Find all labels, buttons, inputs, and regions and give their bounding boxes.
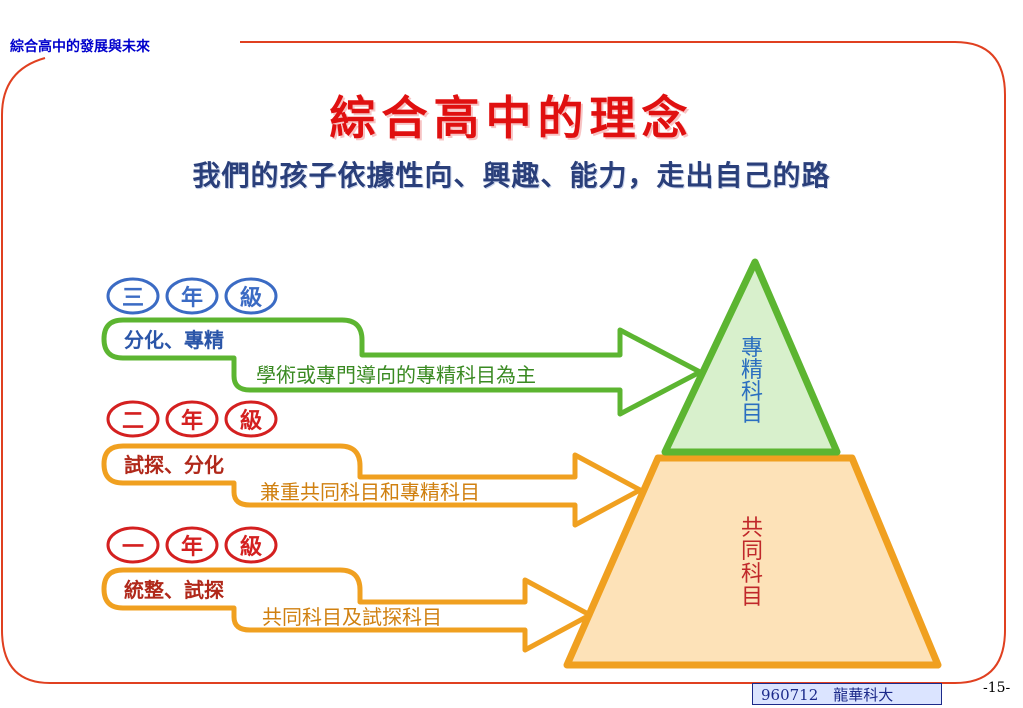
grade-char: 一 [122, 535, 144, 560]
level-three-label: 分化、專精 [124, 328, 224, 352]
pyramid-top [661, 258, 841, 456]
level-one-label: 統整、試探 [124, 578, 224, 602]
page-number: -15- [983, 680, 1011, 696]
grade-three-pills: 三 年 級 [106, 277, 278, 315]
level-two-description: 兼重共同科目和專精科目 [260, 480, 480, 504]
pyramid-top-label: 專 精 科 目 [741, 336, 763, 427]
level-one-description: 共同科目及試探科目 [262, 605, 442, 629]
pyramid-bottom-label: 共 同 科 目 [741, 516, 763, 610]
pyramid-bottom-char: 科 [741, 562, 763, 587]
pyramid-bottom-char: 同 [741, 539, 763, 564]
level-two-arrow: 試探、分化 兼重共同科目和專精科目 [101, 443, 643, 528]
grade-char: 年 [181, 285, 203, 311]
slide-title: 綜合高中的理念 [329, 91, 694, 145]
grade-char: 年 [181, 534, 203, 560]
pyramid-bottom-char: 目 [741, 585, 763, 610]
level-two-label: 試探、分化 [124, 453, 224, 477]
level-one-arrow: 統整、試探 共同科目及試探科目 [101, 567, 593, 653]
pyramid-top-char: 專 [741, 336, 763, 361]
grade-char: 級 [240, 285, 262, 311]
pyramid-bottom-char: 共 [741, 516, 763, 541]
pyramid-top-char: 精 [741, 358, 763, 383]
grade-char: 級 [240, 408, 262, 434]
grade-char: 三 [122, 286, 144, 311]
grade-char: 二 [122, 409, 144, 434]
level-three-description: 學術或專門導向的專精科目為主 [256, 363, 536, 387]
grade-char: 年 [181, 408, 203, 434]
footer-badge: 960712 龍華科大 [752, 683, 942, 705]
grade-char: 級 [240, 534, 262, 560]
pyramid-top-char: 科 [741, 380, 763, 405]
level-three-arrow: 分化、專精 學術或專門導向的專精科目為主 [101, 317, 703, 417]
grade-two-pills: 二 年 級 [106, 400, 278, 438]
header-label: 綜合高中的發展與未來 [10, 39, 150, 55]
grade-one-pills: 一 年 級 [106, 526, 278, 564]
pyramid-bottom [563, 454, 942, 669]
pyramid-top-char: 目 [741, 402, 763, 427]
slide-subtitle: 我們的孩子依據性向、興趣、能力，走出自己的路 [192, 159, 831, 192]
